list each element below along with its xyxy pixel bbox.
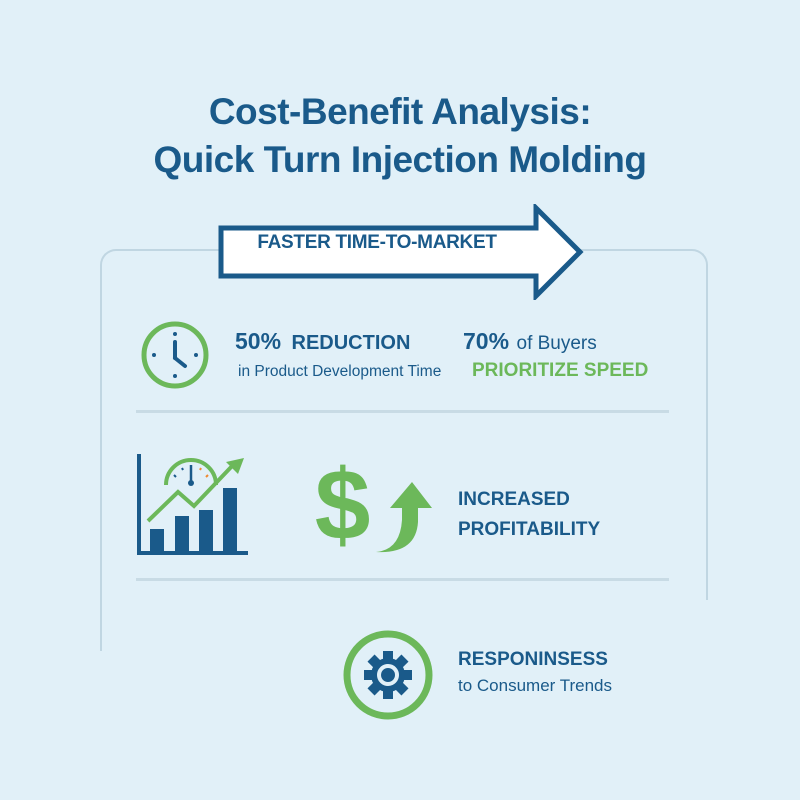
buyers-label: of Buyers [516,333,597,354]
responsiveness-line-1: RESPONINSESS [458,649,608,670]
page-title: Cost-Benefit Analysis: Quick Turn Inject… [0,88,800,184]
reduction-stat: 50% REDUCTION [235,328,410,355]
buyers-value: 70% [463,328,510,354]
buyers-sub: PRIORITIZE SPEED [472,360,649,381]
divider-1 [136,410,669,413]
growth-chart-icon [137,454,248,555]
profitability-label: INCREASED PROFITABILITY [458,485,600,545]
title-line-2: Quick Turn Injection Molding [153,139,647,180]
gear-icon [343,630,433,720]
clock-icon [141,321,209,389]
buyers-stat: 70% of Buyers [463,328,597,355]
title-line-1: Cost-Benefit Analysis: [208,91,592,132]
dollar-icon: $ [314,449,371,561]
banner-label: FASTER TIME-TO-MARKET [257,232,497,253]
profitability-line-1: INCREASED [458,489,570,510]
reduction-value: 50% [235,328,282,354]
right-arrow-icon [218,204,584,300]
responsiveness-line-2: to Consumer Trends [458,676,613,695]
divider-2 [136,578,669,581]
profitability-line-2: PROFITABILITY [458,519,601,540]
dollar-up-icon [376,482,432,553]
reduction-sub: in Product Development Time [238,363,442,380]
reduction-label: REDUCTION [291,332,411,354]
responsiveness-label: RESPONINSESS to Consumer Trends [458,647,612,699]
